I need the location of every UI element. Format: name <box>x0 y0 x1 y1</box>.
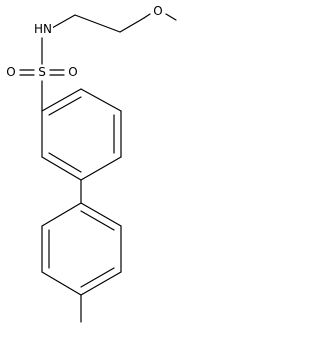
bond-o-ch3 <box>165 13 177 21</box>
ring1-bond-5 <box>41 156 82 181</box>
ring1-bond-4 <box>80 156 122 181</box>
ring2-bond-3 <box>80 271 122 296</box>
atom-label-s: S <box>38 65 46 79</box>
ring1-bond-2 <box>80 88 122 112</box>
bond-n-c1 <box>51 14 76 29</box>
structure-canvas: HN S O O O <box>4 4 177 323</box>
ring1-double-1 <box>48 96 82 116</box>
ring2-double-2 <box>80 267 115 288</box>
ring1-bond-1 <box>41 88 82 112</box>
ring1-double-3 <box>48 152 82 173</box>
bonds <box>19 13 177 323</box>
ring2-bond-1 <box>80 202 122 227</box>
atom-label-o-right: O <box>68 65 77 79</box>
atom-label-o-left: O <box>6 65 15 79</box>
molecule-drawing: HN S O O O <box>4 4 177 323</box>
atom-labels: HN S O O O <box>4 4 165 79</box>
ring2-double-1 <box>80 210 115 231</box>
atom-label-o-ether: O <box>153 4 162 18</box>
bond-c1-c2 <box>74 14 121 33</box>
atom-label-nh: HN <box>34 22 52 36</box>
ring2-bond-4 <box>41 271 82 296</box>
bond-c2-c3 <box>119 17 145 33</box>
ring2-bond-6 <box>41 202 82 227</box>
bond-c3-o <box>143 13 151 19</box>
